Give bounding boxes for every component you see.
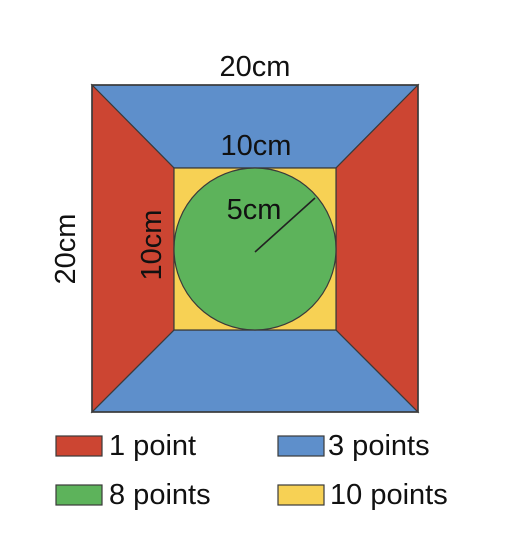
legend-item-1-point: 1 point: [55, 430, 196, 462]
target-board: [90, 83, 420, 414]
legend-swatch-green: [55, 484, 103, 506]
inner-width-label: 10cm: [221, 130, 292, 162]
center-circle-region: [173, 167, 337, 331]
outer-height-label: 20cm: [50, 214, 82, 285]
legend-label-1-point: 1 point: [109, 430, 196, 462]
radius-label: 5cm: [227, 194, 282, 226]
legend-item-8-points: 8 points: [55, 479, 211, 511]
outer-width-label: 20cm: [220, 51, 291, 83]
legend-swatch-red: [55, 435, 103, 457]
legend-item-10-points: 10 points: [277, 479, 448, 511]
radius-line: [254, 197, 316, 253]
legend-label-8-points: 8 points: [109, 479, 211, 511]
legend-swatch-yellow: [277, 484, 325, 506]
inner-height-label: 10cm: [136, 210, 168, 281]
legend-label-10-points: 10 points: [330, 479, 448, 511]
legend-label-3-points: 3 points: [328, 430, 430, 462]
legend: 1 point 3 points 8 points 10 points: [55, 430, 448, 511]
outer-square-border: [91, 84, 419, 413]
legend-item-3-points: 3 points: [277, 430, 430, 462]
legend-swatch-blue: [277, 435, 325, 457]
